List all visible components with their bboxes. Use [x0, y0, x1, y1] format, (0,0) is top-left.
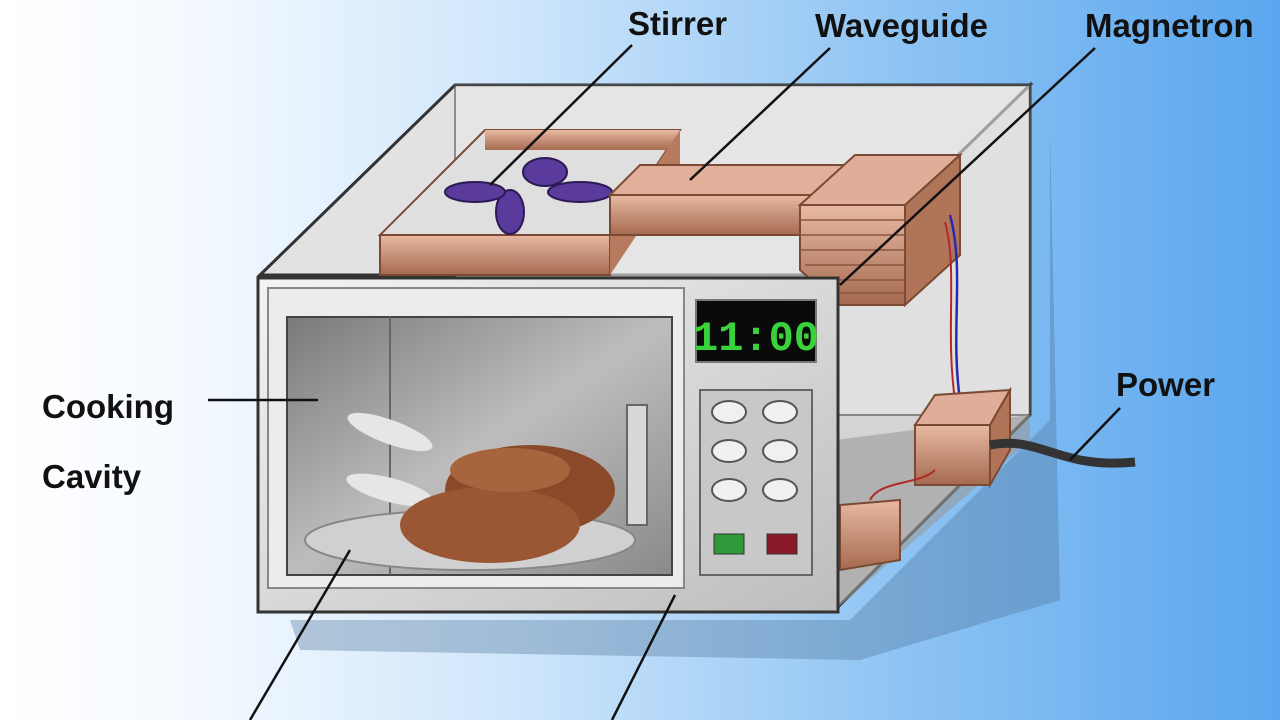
label-magnetron: Magnetron [1085, 7, 1254, 44]
turkey [346, 412, 615, 563]
keypad-button[interactable] [762, 400, 798, 424]
waveguide [607, 164, 862, 236]
keypad-button[interactable] [711, 439, 747, 463]
stop-button[interactable] [766, 533, 798, 555]
keypad-button[interactable] [711, 400, 747, 424]
label-waveguide: Waveguide [815, 7, 988, 44]
label-cooking: Cooking [42, 388, 174, 425]
keypad-button[interactable] [762, 478, 798, 502]
display-time: 11:00 [693, 315, 819, 363]
display [695, 299, 817, 363]
keypad-button[interactable] [762, 439, 798, 463]
power-supply [913, 386, 1012, 489]
label-power: Power [1116, 366, 1216, 403]
shadow [290, 130, 1060, 660]
label-cavity: Cavity [42, 458, 142, 495]
label-stirrer: Stirrer [628, 5, 728, 42]
keypad-button[interactable] [711, 478, 747, 502]
start-button[interactable] [713, 533, 745, 555]
leader-lines [208, 44, 1121, 720]
door-handle[interactable] [626, 404, 648, 526]
power-cord [989, 438, 1136, 468]
